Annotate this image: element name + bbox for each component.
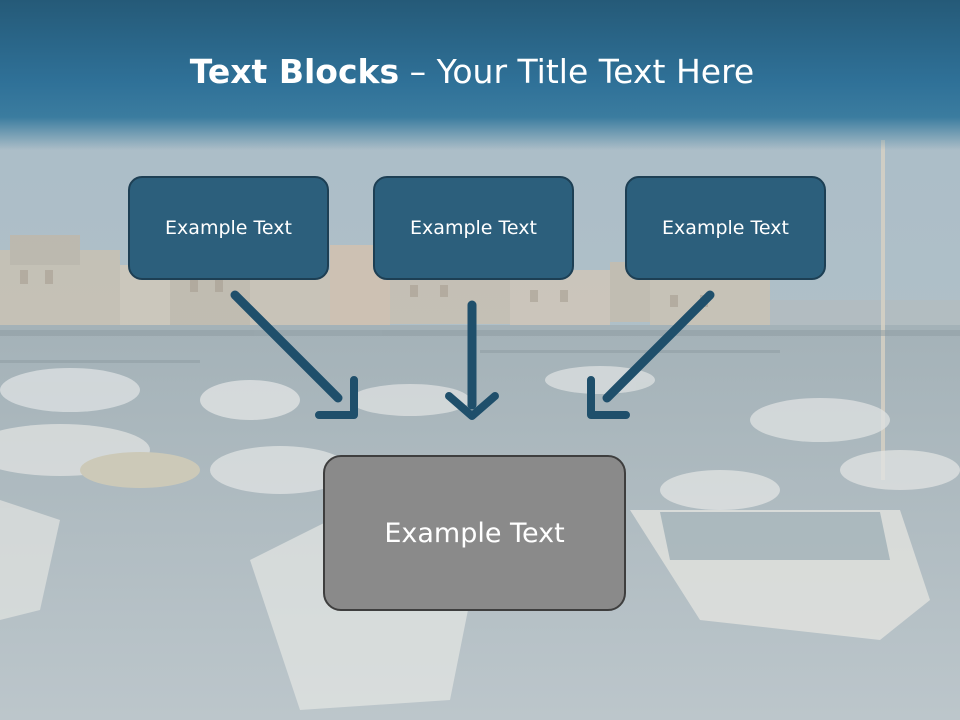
arrow-center-down (445, 300, 499, 420)
result-block-label: Example Text (384, 517, 565, 549)
result-block[interactable]: Example Text (323, 455, 626, 611)
text-block-3[interactable]: Example Text (625, 176, 826, 280)
title-regular-part: – Your Title Text Here (399, 52, 755, 91)
slide-title: Text Blocks – Your Title Text Here (0, 52, 944, 91)
title-bold-part: Text Blocks (189, 52, 400, 91)
title-band (0, 0, 960, 150)
arrow-left-diagonal (230, 290, 358, 419)
text-block-1-label: Example Text (165, 217, 292, 239)
text-block-2[interactable]: Example Text (373, 176, 574, 280)
arrow-right-diagonal (587, 290, 715, 419)
text-block-2-label: Example Text (410, 217, 537, 239)
text-block-1[interactable]: Example Text (128, 176, 329, 280)
text-block-3-label: Example Text (662, 217, 789, 239)
